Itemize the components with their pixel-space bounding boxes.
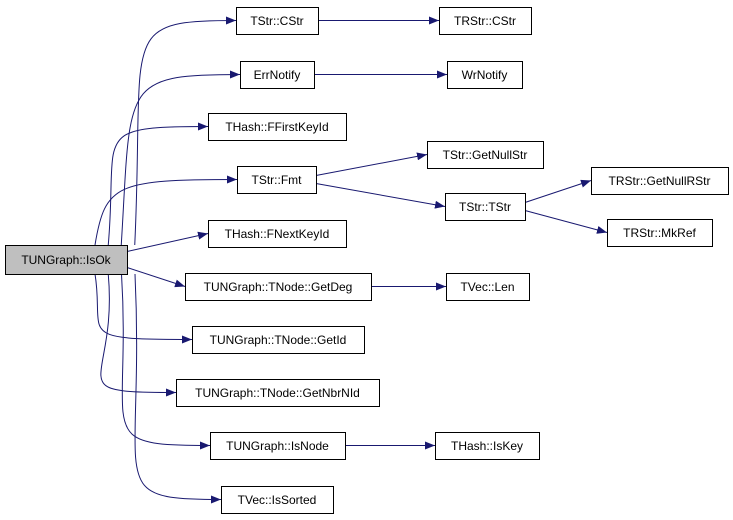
edge-isok-to-fmt [94,175,238,246]
node-box [192,326,365,354]
edge-isok-to-getnbr [100,273,177,397]
edge-tstr-to-mkref [524,210,608,234]
node-label: TVec::IsSorted [238,493,317,507]
node-mkref[interactable]: TRStr::MkRef [607,219,713,247]
node-box [210,432,346,460]
node-rcstr[interactable]: TRStr::CStr [439,7,532,35]
node-box [447,61,523,89]
node-issorted[interactable]: TVec::IsSorted [221,486,334,514]
node-fmt[interactable]: TStr::Fmt [237,166,317,194]
node-box [439,7,532,35]
node-getid[interactable]: TUNGraph::TNode::GetId [192,326,365,354]
node-box [5,245,128,275]
node-box [591,167,729,195]
node-isnode[interactable]: TUNGraph::IsNode [210,432,346,460]
node-label: TUNGraph::TNode::GetNbrNId [195,386,360,400]
edge-isok-to-errnotify [120,70,241,246]
node-box [208,220,347,248]
node-label: TStr::TStr [459,200,511,214]
node-label: TUNGraph::TNode::GetDeg [204,280,353,294]
node-box [445,193,526,221]
node-label: TRStr::CStr [454,14,516,28]
node-iskey[interactable]: THash::IsKey [435,432,540,460]
node-label: TStr::GetNullStr [443,148,528,162]
edge-fmt-to-getnullstr [315,152,428,176]
node-box [236,7,319,35]
node-label: TUNGraph::TNode::GetId [210,333,347,347]
node-box [237,166,317,194]
node-box [607,219,713,247]
node-getnullstr[interactable]: TStr::GetNullStr [427,141,544,169]
edge-isok-to-getdeg [126,267,186,288]
node-box [446,273,530,301]
node-label: TVec::Len [460,280,514,294]
node-wrnotify[interactable]: WrNotify [447,61,523,89]
edge-isok-to-fnext [126,231,209,252]
edge-tstr-to-getnullrstr [524,179,592,203]
node-label: TRStr::GetNullRStr [608,174,710,188]
node-label: ErrNotify [254,68,301,82]
node-label: TStr::Fmt [252,173,303,187]
node-label: TUNGraph::IsOk [21,253,111,267]
edge-isok-to-issorted [134,273,222,504]
node-cstr[interactable]: TStr::CStr [236,7,319,35]
node-box [427,141,544,169]
edge-isok-to-cstr [134,16,237,246]
node-ffirst[interactable]: THash::FFirstKeyId [208,113,347,141]
node-box [221,486,334,514]
node-label: TRStr::MkRef [623,226,696,240]
node-errnotify[interactable]: ErrNotify [240,61,315,89]
node-box [185,273,372,301]
node-getnbr[interactable]: TUNGraph::TNode::GetNbrNId [176,379,380,407]
node-tstr[interactable]: TStr::TStr [445,193,526,221]
node-box [240,61,315,89]
node-box [435,432,540,460]
node-label: THash::FNextKeyId [225,227,330,241]
node-getdeg[interactable]: TUNGraph::TNode::GetDeg [185,273,372,301]
node-isok[interactable]: TUNGraph::IsOk [5,245,128,275]
node-box [208,113,347,141]
edge-isok-to-ffirst [107,122,209,246]
edge-isok-to-isnode [121,273,211,450]
node-len[interactable]: TVec::Len [446,273,530,301]
node-label: TStr::CStr [250,14,303,28]
node-label: WrNotify [462,68,508,82]
node-box [176,379,380,407]
edge-isok-to-getid [94,273,193,344]
node-getnullrstr[interactable]: TRStr::GetNullRStr [591,167,729,195]
node-fnext[interactable]: THash::FNextKeyId [208,220,347,248]
node-label: TUNGraph::IsNode [226,439,329,453]
edge-fmt-to-tstr [315,183,446,209]
node-label: THash::FFirstKeyId [225,120,328,134]
node-label: THash::IsKey [451,439,523,453]
